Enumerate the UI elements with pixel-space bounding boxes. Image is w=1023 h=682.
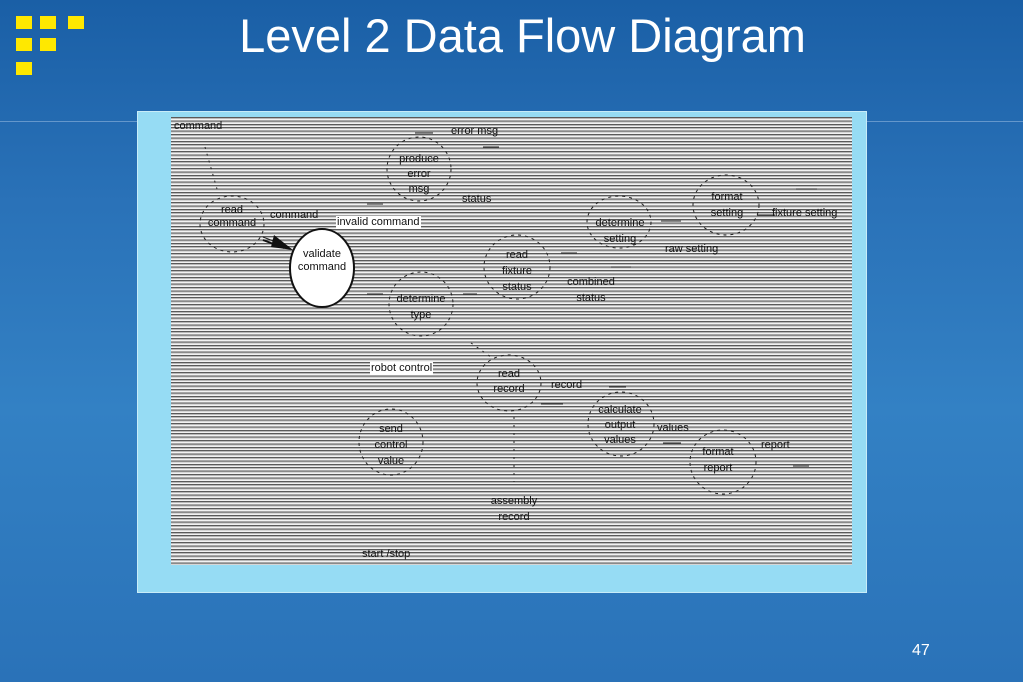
- read-record-line-1: read: [497, 368, 521, 380]
- format-report-line-1: format: [702, 446, 734, 458]
- diagram-shapes: [199, 132, 817, 495]
- flow-label-command-in: command: [174, 120, 223, 132]
- flow-label-command: command: [270, 209, 319, 221]
- data-flow-diagram: read command validate command produce er…: [171, 117, 852, 565]
- produce-error-msg-label: produce error msg: [389, 152, 449, 197]
- determine-type-bubble: [388, 271, 454, 337]
- flow-label-robot-control: robot control: [370, 362, 434, 375]
- flow-label-start-stop: start /stop: [362, 548, 411, 560]
- validate-command-line-1: validate: [303, 248, 341, 260]
- read-fixture-status-label: read fixture status: [487, 247, 547, 295]
- determine-setting-line-2: setting: [603, 233, 637, 245]
- read-record-label: read record: [479, 367, 539, 397]
- determine-type-line-1: determine: [396, 293, 446, 305]
- read-record-line-2: record: [493, 383, 525, 395]
- produce-error-msg-line-3: msg: [408, 183, 430, 195]
- determine-setting-bubble: [586, 195, 652, 249]
- send-control-value-line-3: value: [377, 455, 405, 467]
- format-report-label: format report: [688, 444, 748, 476]
- calculate-output-values-label: calculate output values: [585, 403, 655, 448]
- read-command-bubble: [199, 195, 265, 253]
- assembly-record-line-1: assembly: [490, 495, 538, 507]
- read-fixture-status-line-1: read: [505, 249, 529, 261]
- combined-status-line-1: combined: [567, 276, 615, 288]
- send-control-value-line-2: control: [374, 439, 408, 451]
- combined-status-line-2: status: [576, 292, 606, 304]
- calculate-output-values-line-1: calculate: [598, 404, 642, 416]
- slide-page-number: 47: [912, 642, 930, 659]
- flow-label-raw-setting: raw setting: [665, 243, 719, 255]
- produce-error-msg-line-1: produce: [399, 153, 439, 165]
- determine-setting-label: determine setting: [585, 215, 655, 247]
- read-record-bubble: [476, 354, 542, 412]
- flow-label-combined-status: combined status: [556, 274, 626, 306]
- flow-label-report: report: [761, 439, 790, 451]
- format-setting-line-2: setting: [710, 207, 744, 219]
- flow-label-assembly-record: assembly record: [479, 493, 549, 525]
- send-control-value-label: send control value: [361, 421, 421, 469]
- read-command-line-1: read: [220, 204, 244, 216]
- read-command-label: read command: [202, 204, 262, 230]
- flow-label-fixture-setting: fixture setting: [772, 207, 838, 219]
- flow-label-status: status: [462, 193, 492, 205]
- format-report-bubble: [689, 429, 757, 495]
- produce-error-msg-bubble: [386, 136, 452, 202]
- format-report-line-2: report: [703, 462, 733, 474]
- slide-title: Level 2 Data Flow Diagram: [239, 9, 806, 62]
- format-setting-line-1: format: [711, 191, 743, 203]
- flow-label-values: values: [657, 422, 689, 434]
- calculate-output-values-line-2: output: [604, 419, 636, 431]
- calculate-output-values-line-3: values: [604, 434, 636, 446]
- logo-squares-icon: [16, 16, 86, 78]
- validate-command-line-2: command: [297, 261, 347, 273]
- flow-label-record: record: [551, 379, 583, 391]
- produce-error-msg-line-2: error: [407, 168, 431, 180]
- send-control-value-bubble: [358, 408, 424, 476]
- read-fixture-status-bubble: [483, 234, 551, 300]
- send-control-value-line-1: send: [379, 423, 403, 435]
- read-command-line-2: command: [207, 217, 257, 229]
- flow-label-invalid-command: invalid command: [336, 216, 421, 229]
- determine-type-label: determine type: [386, 291, 456, 323]
- calculate-output-values-bubble: [587, 391, 655, 457]
- assembly-record-line-2: record: [498, 511, 530, 523]
- read-fixture-status-line-3: status: [502, 281, 532, 293]
- format-setting-label: format setting: [692, 189, 762, 221]
- format-setting-bubble: [692, 174, 760, 236]
- flow-label-error-msg: error msg: [451, 125, 499, 137]
- validate-command-bubble: [289, 228, 355, 308]
- validate-command-label: validate command: [287, 248, 357, 274]
- determine-type-line-2: type: [410, 309, 432, 321]
- validate-command-arrow: [262, 235, 293, 250]
- read-fixture-status-line-2: fixture: [502, 265, 532, 277]
- determine-setting-line-1: determine: [595, 217, 645, 229]
